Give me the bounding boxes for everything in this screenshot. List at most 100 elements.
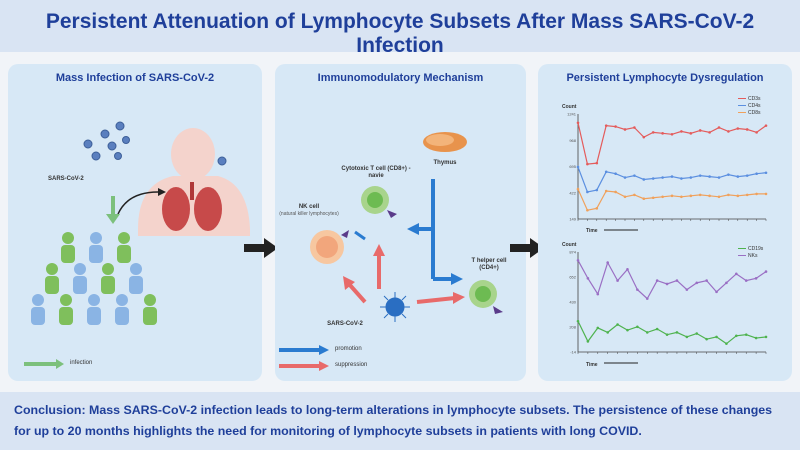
chart2-point-NKs (754, 277, 758, 280)
chart1-point-CD8s (586, 208, 589, 212)
chart1-point-CD8s (661, 195, 664, 199)
promotion-arrows (407, 179, 463, 285)
chart1-point-CD4s (745, 174, 749, 177)
nk-cell-label: NK cell (298, 204, 320, 210)
chart1-point-CD3s (717, 126, 721, 129)
chart1-point-CD8s (651, 196, 655, 200)
chart2-point-NKs (655, 279, 659, 282)
chart2-point-NKs (636, 288, 639, 291)
chart1-point-CD4s (604, 170, 608, 174)
chart1-point-CD8s (595, 207, 599, 210)
chart2-point-CD19s (616, 323, 619, 326)
panel-immunomodulatory: Immunomodulatory Mechanism (275, 64, 526, 381)
chart1-point-CD4s (633, 174, 636, 177)
chart2-point-CD19s (685, 335, 689, 339)
flow-arrow-1 (244, 238, 278, 258)
chart2-point-NKs (744, 279, 748, 282)
chart1-ylabel: Count (562, 104, 577, 110)
t-helper-cell-label: T helper cell (CD4+) (471, 258, 507, 272)
transmission-arrow (117, 191, 159, 215)
chart1-point-CD8s (745, 193, 749, 197)
chart1-point-CD4s (698, 174, 702, 177)
chart1-legend-label: CD3s (748, 96, 761, 102)
chart1-point-CD3s (680, 130, 683, 133)
chart1-legend-item: CD3s (738, 96, 761, 103)
chart2-point-CD19s (695, 332, 699, 335)
cytotoxic-t-cell-icon (361, 186, 397, 218)
virus-label-left: SARS-CoV-2 (48, 176, 84, 182)
chart2-series-CD19s (577, 320, 767, 345)
chart2-point-NKs (596, 292, 600, 296)
chart2-point-NKs (645, 297, 649, 300)
virus-label-middle: SARS-CoV-2 (327, 321, 363, 327)
chart2-point-NKs (616, 279, 619, 282)
chart1-point-CD4s (708, 175, 711, 178)
chart1-legend-label: CD4s (748, 103, 761, 109)
mechanism-illustration (279, 132, 503, 371)
chart2-point-CD19s (665, 333, 669, 336)
suppression-arrows (343, 230, 465, 304)
chart2-point-NKs (586, 277, 590, 280)
chart1-point-CD4s (642, 178, 646, 181)
panel-title-right: Persistent Lymphocyte Dysregulation (566, 72, 764, 84)
chart2-ytick: 430 (569, 300, 576, 305)
chart1-point-CD8s (698, 193, 702, 197)
chart1-point-CD4s (727, 173, 730, 176)
chart2-point-NKs (665, 282, 669, 286)
chart2-legend-item: NKs (738, 253, 763, 260)
human-lungs-icon (138, 128, 250, 236)
legend-suppression-label: suppression (335, 362, 368, 368)
crowd-icon (31, 232, 157, 325)
chart1-point-CD4s (736, 175, 740, 178)
panel-title-left: Mass Infection of SARS-CoV-2 (55, 72, 215, 84)
chart1-legend-swatch (738, 104, 746, 107)
chart1-ytick: 968 (569, 138, 576, 143)
chart2-point-NKs (715, 290, 718, 294)
chart2-point-NKs (764, 270, 768, 273)
chart2-legend-swatch (738, 247, 746, 250)
chart1-point-CD3s (614, 125, 617, 128)
conclusion-text: Conclusion: Mass SARS-CoV-2 infection le… (14, 403, 773, 438)
chart2-point-CD19s (754, 336, 758, 340)
chart1-point-CD8s (614, 190, 617, 194)
chart1-point-CD8s (764, 192, 768, 196)
chart2-point-NKs (705, 279, 708, 282)
thymus-label: Thymus (433, 160, 457, 166)
chart1-legend-label: CD8s (748, 110, 761, 116)
virus-icon (380, 292, 410, 322)
chart1-point-CD3s (604, 124, 608, 127)
chart1-ytick: 422 (569, 190, 576, 195)
chart1-legend-item: CD4s (738, 103, 761, 110)
chart2-point-CD19s (744, 333, 748, 336)
chart1-point-CD3s (623, 128, 627, 131)
chart2-point-CD19s (725, 342, 728, 345)
chart2-point-CD19s (626, 328, 629, 332)
chart1-point-CD8s (604, 189, 608, 193)
chart1-point-CD4s (717, 176, 721, 179)
chart2-point-CD19s (606, 331, 609, 334)
chart2-point-CD19s (586, 340, 590, 343)
chart1-point-CD3s (745, 128, 749, 131)
chart1-point-CD8s (689, 194, 693, 198)
chart1-point-CD8s (642, 197, 646, 201)
panel-dysregulation: Persistent Lymphocyte Dysregulation Coun… (538, 64, 792, 381)
chart1-point-CD3s (708, 131, 711, 134)
conclusion-bar: Conclusion: Mass SARS-CoV-2 infection le… (0, 392, 800, 450)
chart1-point-CD4s (651, 177, 655, 180)
chart2-point-CD19s (675, 331, 679, 334)
chart1-point-CD4s (670, 175, 674, 178)
chart2-point-CD19s (705, 337, 708, 341)
nk-cell-icon (310, 230, 349, 264)
cytotoxic-t-cell-label: Cytotoxic T cell (CD8+) - navie (341, 166, 411, 180)
chart2-xlabel: Time (586, 362, 598, 368)
chart1-point-CD3s (670, 132, 674, 136)
thymus-icon (423, 132, 467, 152)
chart1-point-CD4s (680, 177, 683, 180)
chart1-point-CD3s (651, 131, 655, 134)
chart2-ylabel: Count (562, 242, 577, 248)
chart2-point-NKs (735, 272, 738, 276)
chart1-point-CD4s (661, 176, 664, 179)
